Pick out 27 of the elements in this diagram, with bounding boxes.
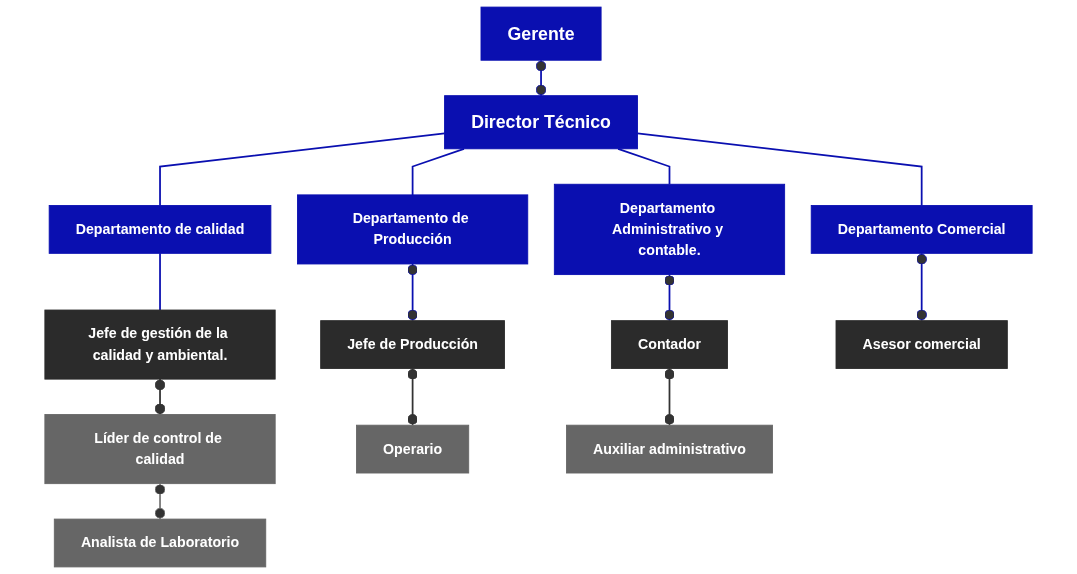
node-box: Jefe de gestión de la calidad y ambiental.	[44, 309, 276, 380]
connector	[664, 367, 675, 427]
connector	[159, 252, 161, 311]
connector	[411, 147, 465, 196]
connector	[407, 263, 418, 322]
node-box: Departamento Administrativo y contable.	[553, 183, 786, 276]
node-box: Gerente	[480, 6, 602, 61]
node-box: Departamento de Producción	[297, 194, 529, 265]
node-box: Auxiliar administrativo	[566, 424, 773, 474]
connector	[154, 482, 166, 520]
connector	[159, 132, 446, 207]
node-box: Departamento de calidad	[48, 205, 272, 254]
node-box: Departamento Comercial	[810, 205, 1033, 254]
connector	[535, 59, 547, 97]
node-box: Asesor comercial	[835, 320, 1008, 369]
connector	[916, 252, 928, 322]
connector	[636, 132, 923, 207]
connector	[154, 378, 166, 416]
node-box: Contador	[610, 320, 728, 369]
node-box: Jefe de Producción	[320, 320, 505, 369]
connector	[664, 273, 675, 322]
connector	[617, 147, 671, 186]
connector	[407, 367, 418, 427]
node-box: Director Técnico	[444, 95, 638, 150]
node-box: Analista de Laboratorio	[53, 518, 267, 568]
node-box: Operario	[356, 424, 470, 474]
node-box: Líder de control de calidad	[44, 414, 276, 485]
